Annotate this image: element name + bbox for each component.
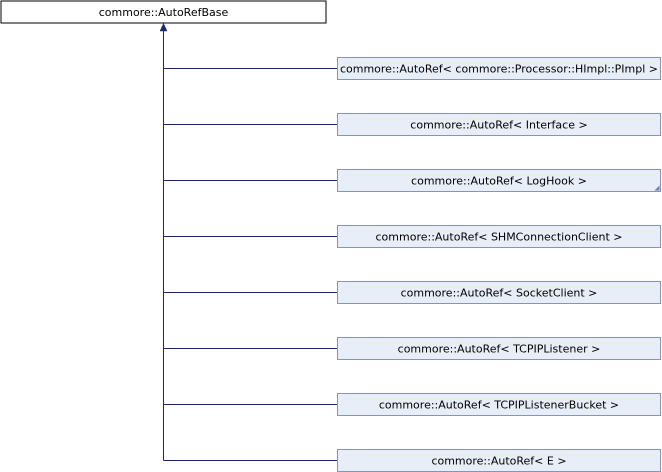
derived-class-node[interactable]: commore::AutoRef< SHMConnectionClient >	[337, 225, 661, 248]
derived-class-node[interactable]: commore::AutoRef< SocketClient >	[337, 281, 661, 304]
derived-class-label: commore::AutoRef< E >	[431, 455, 566, 468]
derived-class-label: commore::AutoRef< SHMConnectionClient >	[376, 231, 623, 244]
derived-class-box	[337, 393, 661, 416]
derived-class-box	[337, 57, 661, 80]
derived-class-node[interactable]: commore::AutoRef< TCPIPListener >	[337, 337, 661, 360]
derived-class-node[interactable]: commore::AutoRef< commore::Processor::HI…	[337, 57, 661, 80]
derived-class-label: commore::AutoRef< TCPIPListenerBucket >	[379, 399, 619, 412]
derived-class-label: commore::AutoRef< Interface >	[410, 119, 587, 132]
derived-class-label: commore::AutoRef< commore::Processor::HI…	[340, 63, 658, 76]
derived-class-node[interactable]: commore::AutoRef< E >	[337, 449, 661, 472]
derived-class-label: commore::AutoRef< TCPIPListener >	[398, 343, 601, 356]
derived-class-label: commore::AutoRef< SocketClient >	[401, 287, 598, 300]
derived-class-box	[337, 281, 661, 304]
derived-class-nodes: commore::AutoRef< commore::Processor::HI…	[337, 57, 661, 472]
derived-class-node[interactable]: commore::AutoRef< TCPIPListenerBucket >	[337, 393, 661, 416]
inheritance-edges	[159, 22, 338, 461]
base-class-label: commore::AutoRefBase	[99, 6, 229, 19]
derived-class-node[interactable]: commore::AutoRef< LogHook >	[337, 169, 661, 192]
derived-class-label: commore::AutoRef< LogHook >	[411, 175, 587, 188]
derived-class-box	[337, 225, 661, 248]
inheritance-arrowhead	[159, 22, 168, 32]
derived-class-box	[337, 113, 661, 136]
base-class-box	[0, 0, 327, 24]
derived-class-node[interactable]: commore::AutoRef< Interface >	[337, 113, 661, 136]
derived-class-box	[337, 169, 661, 192]
base-class-node[interactable]: commore::AutoRefBase	[0, 0, 327, 24]
more-subclasses-icon	[654, 185, 660, 191]
derived-class-box	[337, 337, 661, 360]
